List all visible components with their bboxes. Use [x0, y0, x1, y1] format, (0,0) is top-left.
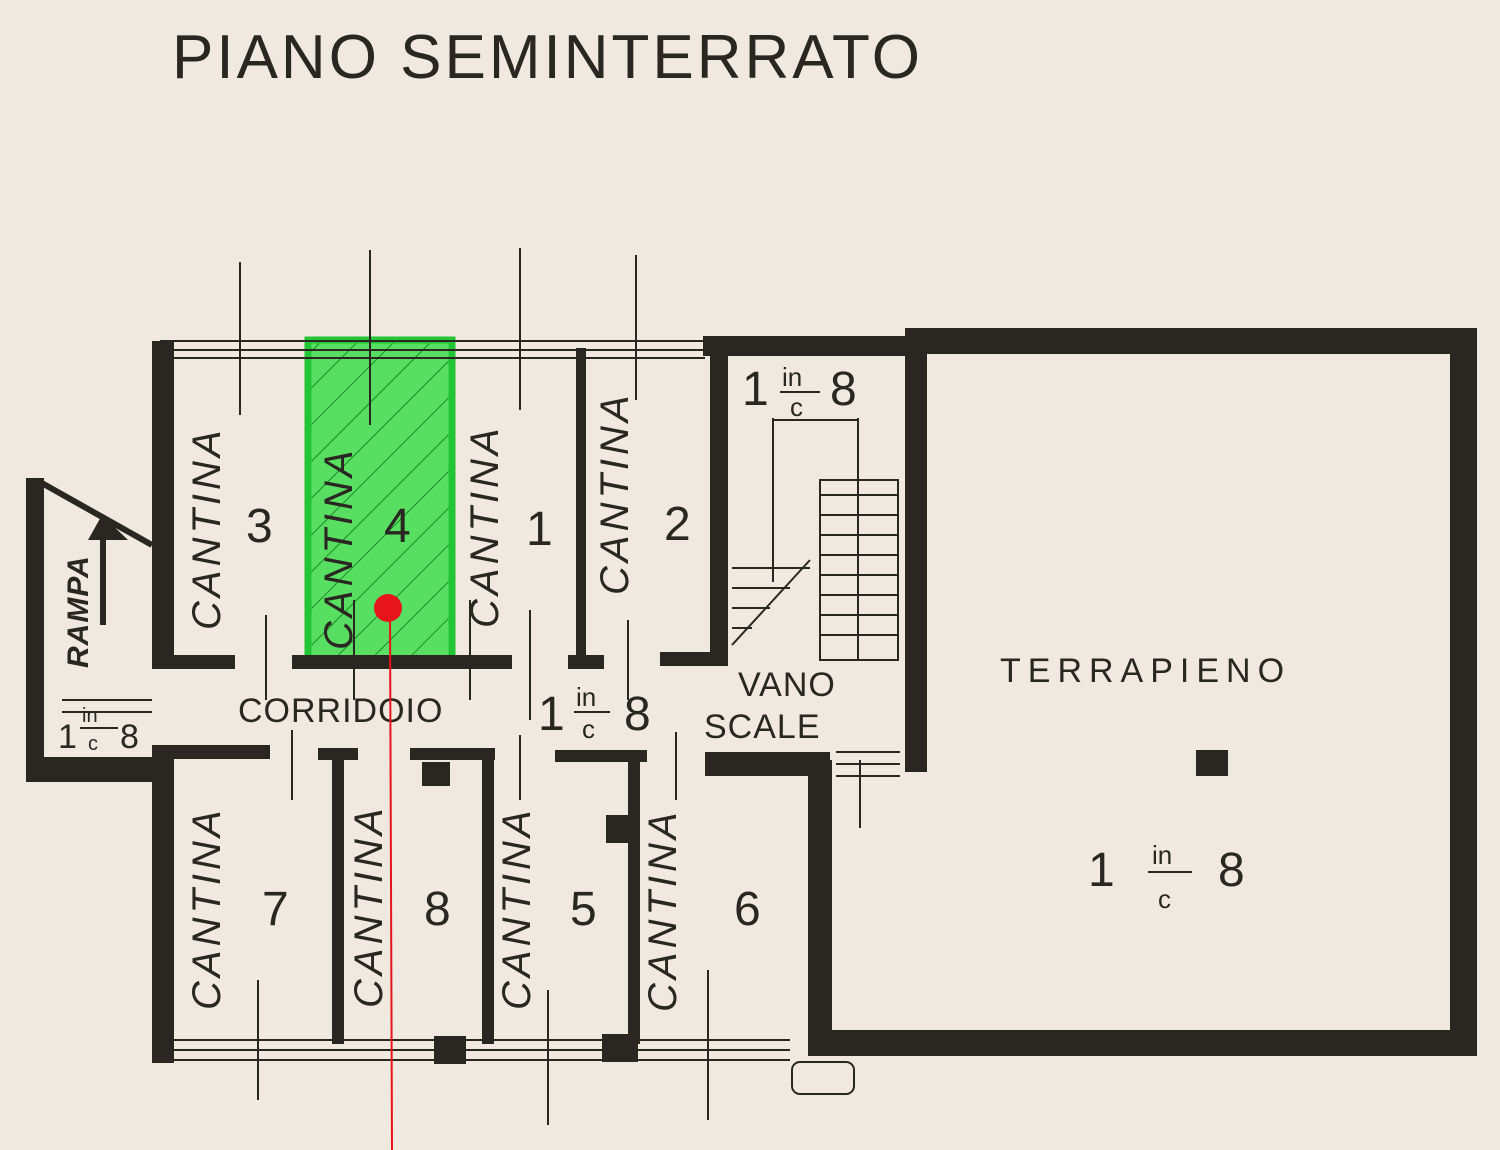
- svg-text:c: c: [1158, 884, 1171, 914]
- cantina-4-label: CANTINA: [317, 446, 361, 650]
- svg-text:1: 1: [58, 718, 77, 756]
- svg-text:8: 8: [830, 363, 857, 416]
- cellar-number-8: 8: [424, 883, 451, 936]
- cellar-number-4: 4: [384, 500, 411, 553]
- svg-text:8: 8: [624, 688, 651, 741]
- floor-code-corridor: 1 in c 8: [538, 682, 651, 744]
- cantina-6-label: CANTINA: [641, 808, 685, 1012]
- cantina-2-label: CANTINA: [593, 391, 637, 595]
- svg-text:in: in: [782, 362, 802, 392]
- cellar-number-2: 2: [664, 498, 691, 551]
- terrapieno-label: TERRAPIENO: [1000, 652, 1291, 690]
- ramp-arrow-icon: [88, 515, 128, 625]
- floor-code-terrapieno: 1 in c 8: [1088, 840, 1245, 914]
- cantina-3-label: CANTINA: [185, 426, 229, 630]
- cellar-number-6: 6: [734, 883, 761, 936]
- highlighted-cellar: [304, 336, 456, 666]
- svg-text:in: in: [576, 682, 596, 712]
- cellar-number-3: 3: [246, 500, 273, 553]
- cellar-number-1: 1: [526, 503, 553, 556]
- rampa-label: RAMPA: [62, 555, 95, 668]
- svg-text:in: in: [1152, 840, 1172, 870]
- corridoio-label: CORRIDOIO: [238, 692, 443, 730]
- svg-text:in: in: [82, 705, 98, 727]
- cellar-number-7: 7: [262, 883, 289, 936]
- svg-text:c: c: [582, 714, 595, 744]
- cantina-7-label: CANTINA: [185, 806, 229, 1010]
- svg-text:1: 1: [742, 363, 769, 416]
- svg-text:c: c: [790, 392, 803, 422]
- cantina-8-label: CANTINA: [347, 804, 391, 1008]
- svg-text:8: 8: [120, 718, 139, 756]
- plan-title: PIANO SEMINTERRATO: [172, 23, 923, 92]
- floor-code-rampa: 1 in c 8: [58, 705, 139, 756]
- location-marker: [374, 594, 402, 1150]
- walls: [26, 328, 1477, 1064]
- cantina-1-label: CANTINA: [463, 424, 507, 628]
- cellar-number-5: 5: [570, 883, 597, 936]
- svg-text:c: c: [88, 733, 98, 755]
- svg-text:8: 8: [1218, 844, 1245, 897]
- vano-label: VANO: [738, 666, 836, 704]
- svg-text:1: 1: [538, 688, 565, 741]
- staircase: [731, 479, 900, 1095]
- construction-lines: [239, 248, 861, 1125]
- cantina-5-label: CANTINA: [495, 806, 539, 1010]
- floor-code-stairwell: 1 in c 8: [742, 362, 857, 422]
- scale-label: SCALE: [704, 708, 821, 746]
- svg-text:1: 1: [1088, 844, 1115, 897]
